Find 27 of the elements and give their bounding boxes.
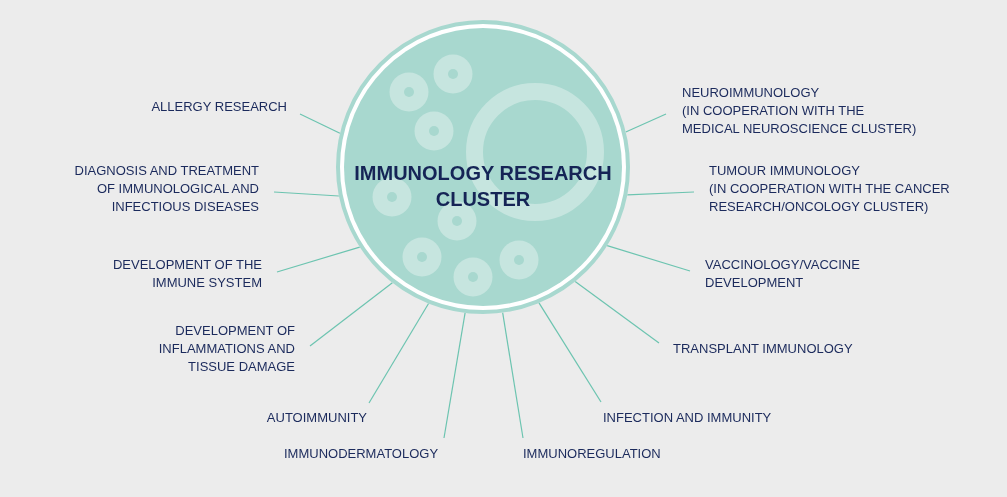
topic-label: INFECTION AND IMMUNITY bbox=[603, 409, 773, 427]
connector-line bbox=[276, 246, 361, 273]
cluster-title: IMMUNOLOGY RESEARCH CLUSTER bbox=[353, 161, 613, 212]
connector-line bbox=[538, 302, 602, 403]
topic-label: (IN COOPERATION WITH THE CANCER RESEARCH/ONCOLOGY CLUSTER) bbox=[709, 180, 951, 216]
topic-label: (IN COOPERATION WITH THE MEDICAL NEUROSCIENCE CLUSTER) bbox=[682, 102, 917, 138]
connector-line bbox=[626, 191, 695, 196]
connector-line bbox=[368, 302, 430, 404]
connector-line bbox=[625, 113, 667, 133]
connector-line bbox=[502, 312, 524, 439]
topic-label: DEVELOPMENT OF THE IMMUNE SYSTEM bbox=[111, 256, 262, 292]
topic-label: DEVELOPMENT OF INFLAMMATIONS AND TISSUE DAMAGE bbox=[157, 322, 295, 376]
connector-line bbox=[273, 191, 340, 197]
topic-label: IMMUNOREGULATION bbox=[523, 445, 662, 463]
topic-label: DIAGNOSIS AND TREATMENT OF IMMUNOLOGICAL AND INFECTIOUS DISEASES bbox=[73, 162, 259, 216]
connector-line bbox=[606, 245, 691, 272]
topic-label: TUMOUR IMMUNOLOGY bbox=[709, 162, 861, 180]
topic-label: IMMUNODERMATOLOGY bbox=[284, 445, 440, 463]
topic-label: NEUROIMMUNOLOGY bbox=[682, 84, 821, 102]
connector-line bbox=[299, 113, 341, 134]
connector-line bbox=[309, 282, 393, 347]
connector-line bbox=[574, 280, 660, 344]
topic-label: AUTOIMMUNITY bbox=[265, 409, 367, 427]
topic-label: ALLERGY RESEARCH bbox=[150, 98, 287, 116]
connector-line bbox=[443, 312, 466, 439]
topic-label: VACCINOLOGY/VACCINE DEVELOPMENT bbox=[705, 256, 861, 292]
topic-label: TRANSPLANT IMMUNOLOGY bbox=[673, 340, 854, 358]
